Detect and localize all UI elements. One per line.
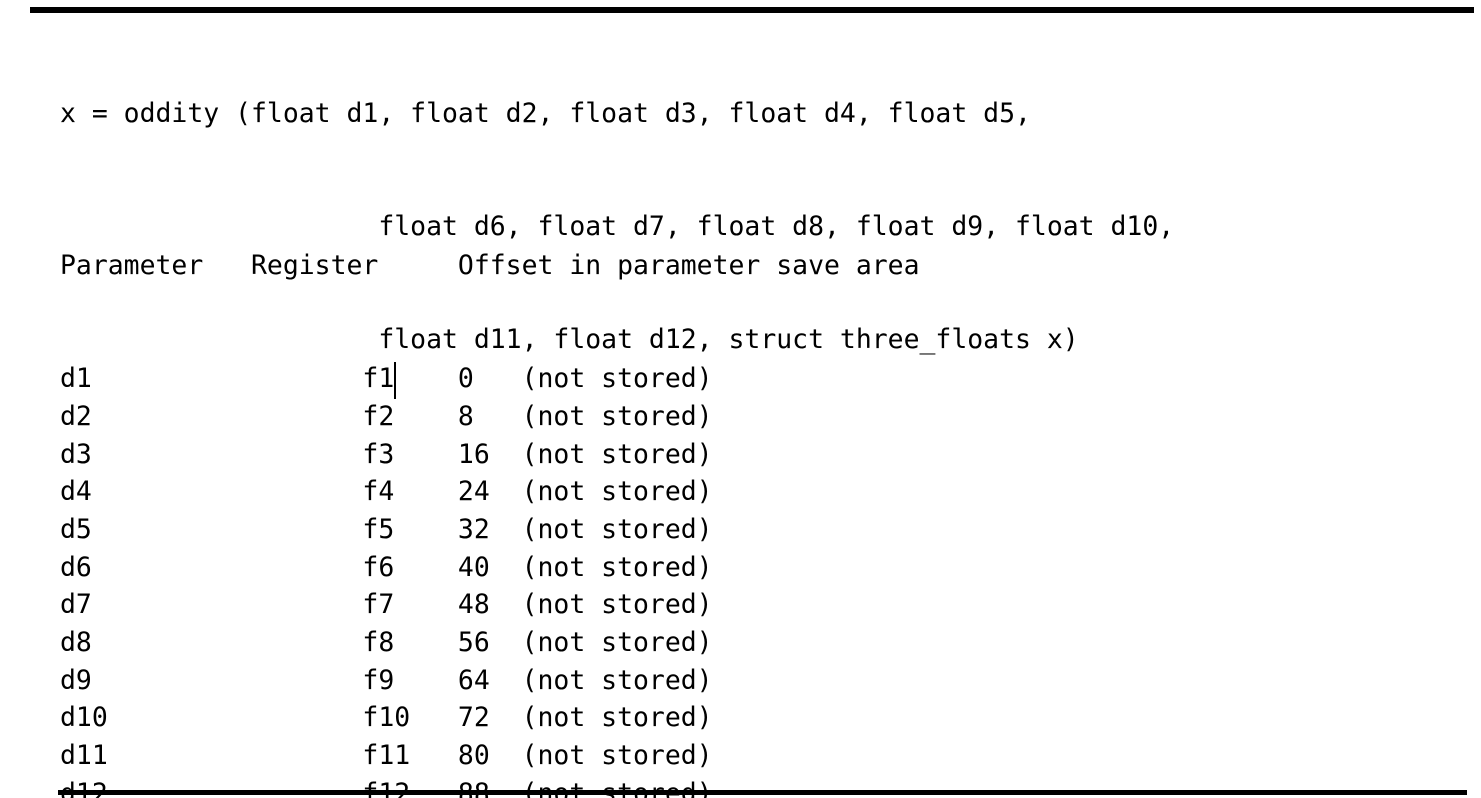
table-row: d5 f5 32 (not stored) <box>60 513 713 545</box>
table-row: d2 f2 8 (not stored) <box>60 400 713 432</box>
table-row: d6 f6 40 (not stored) <box>60 551 713 583</box>
parameter-table[interactable]: Parameter Register Offset in parameter s… <box>60 172 1111 798</box>
bottom-rule <box>58 790 1467 795</box>
table-row: d1 f1 0 (not stored) <box>60 363 713 395</box>
table-row: d4 f4 24 (not stored) <box>60 476 713 508</box>
top-rule <box>30 7 1474 13</box>
signature-line-3: float d11, float d12, struct three_float… <box>60 324 1079 356</box>
signature-line-1: x = oddity (float d1, float d2, float d3… <box>60 98 1031 130</box>
table-row: d10 f10 72 (not stored) <box>60 702 713 734</box>
signature-line-2: float d6, float d7, float d8, float d9, … <box>60 211 1175 243</box>
table-row: d7 f7 48 (not stored) <box>60 589 713 621</box>
table-row: d9 f9 64 (not stored) <box>60 664 713 696</box>
table-header: Parameter Register Offset in parameter s… <box>60 250 920 282</box>
table-row: d8 f8 56 (not stored) <box>60 626 713 658</box>
function-signature[interactable]: x = oddity (float d1, float d2, float d3… <box>60 20 1174 434</box>
table-row: d11 f11 80 (not stored) <box>60 739 713 771</box>
text-cursor <box>394 362 396 399</box>
table-row: d3 f3 16 (not stored) <box>60 438 713 470</box>
